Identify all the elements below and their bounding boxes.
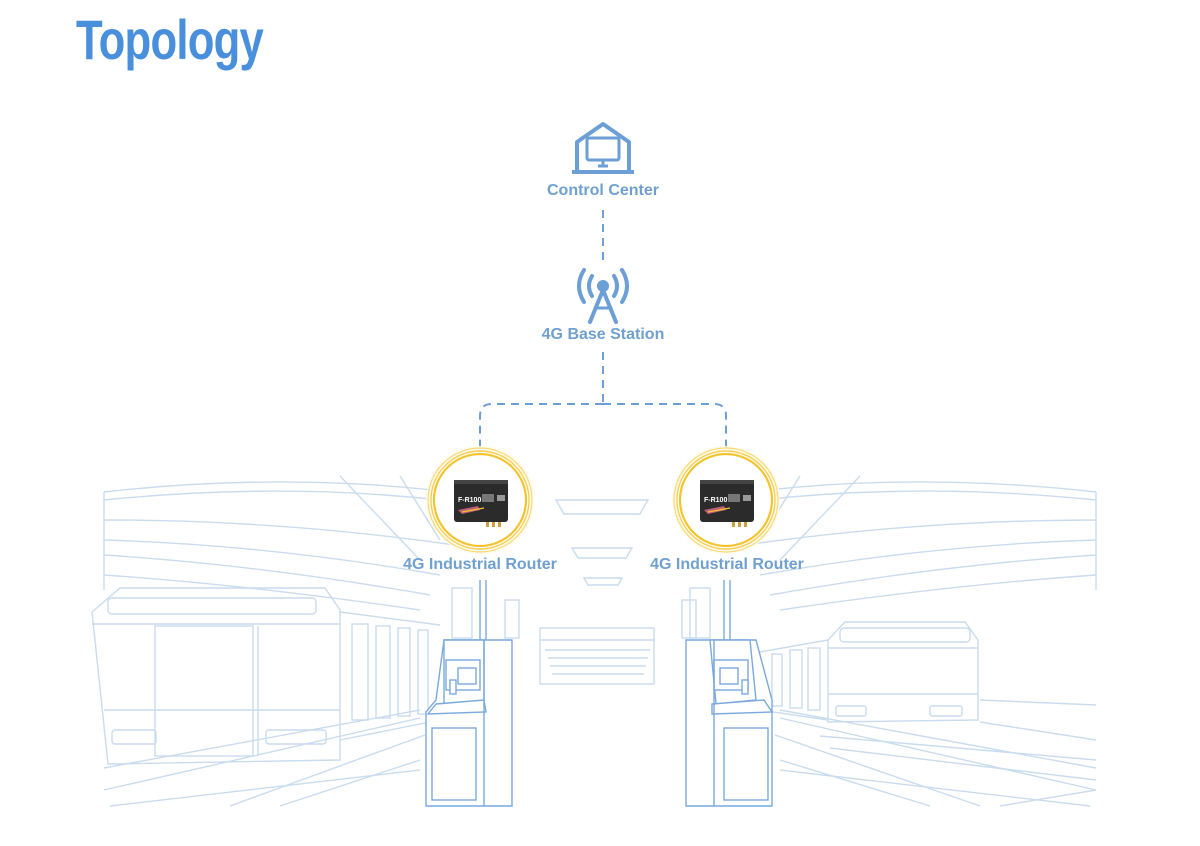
metro-station-background	[91, 475, 1097, 807]
base-station-label: 4G Base Station	[541, 326, 665, 343]
page-title: Topology	[76, 8, 264, 71]
router-right: F-R100	[672, 446, 780, 554]
router-icon: F-R100	[454, 480, 508, 527]
control-center-label: Control Center	[547, 182, 659, 199]
router-label-right: 4G Industrial Router	[650, 556, 804, 573]
router-icon: F-R100	[700, 480, 754, 527]
building-monitor-icon	[572, 122, 634, 174]
router-label-left: 4G Industrial Router	[403, 556, 557, 573]
ticket-kiosk-right	[685, 580, 774, 807]
router-model-left: F-R100	[458, 497, 481, 504]
cell-tower-icon	[577, 268, 629, 324]
router-model-right: F-R100	[704, 497, 727, 504]
ticket-kiosk-left	[425, 580, 513, 807]
router-left: F-R100	[426, 446, 534, 554]
link-branch-left	[479, 403, 603, 450]
link-branch-right	[603, 403, 727, 450]
connection-lines	[479, 210, 727, 450]
